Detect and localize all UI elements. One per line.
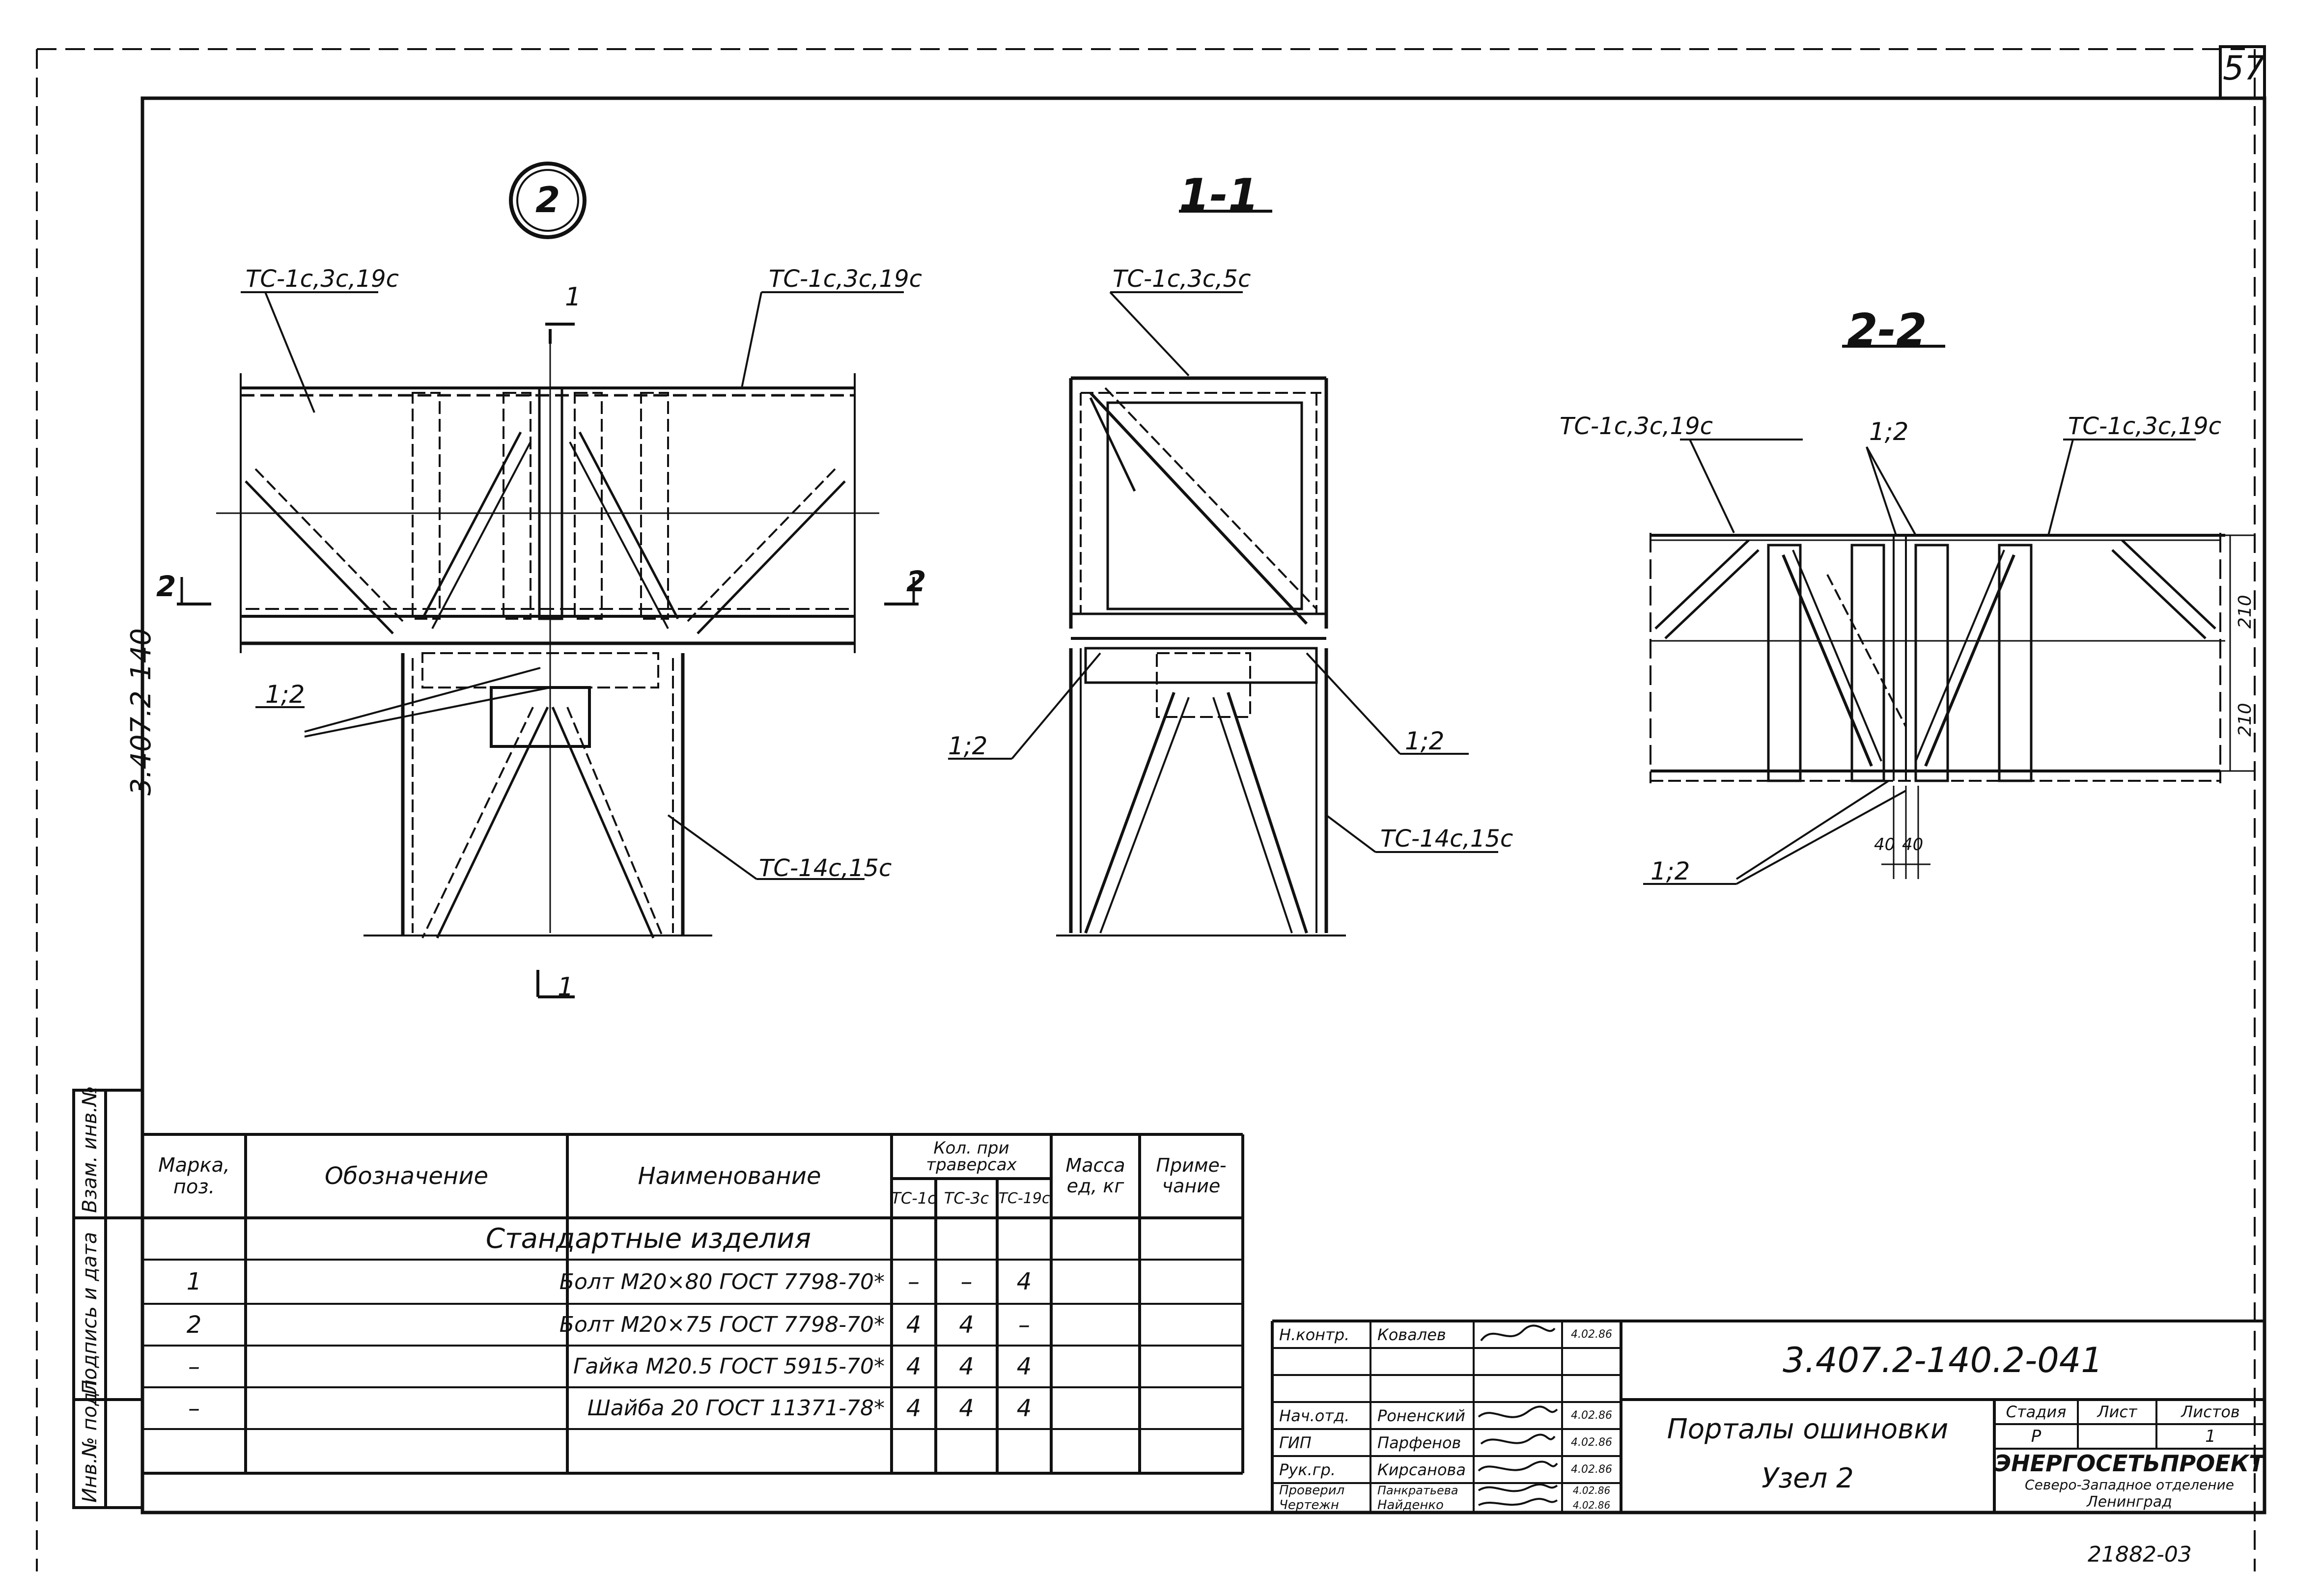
page-number: 57	[2223, 49, 2265, 88]
dimension-210-upper: 210	[2235, 595, 2255, 629]
view-node-2	[177, 162, 919, 998]
person-name: Найденко	[1377, 1498, 1444, 1513]
dimension-40-left: 40	[1874, 835, 1896, 854]
table-cell-qty: –	[908, 1268, 920, 1295]
header-qty-tc3: ТС-3с	[944, 1189, 989, 1208]
sheets-label: Листов	[2181, 1403, 2240, 1421]
signature-date: 4.02.86	[1572, 1499, 1611, 1511]
table-cell-mark: 2	[186, 1311, 202, 1339]
person-name: Панкратьева	[1377, 1484, 1458, 1497]
signature-scribbles	[1478, 1324, 1558, 1506]
table-cell-qty: 4	[959, 1311, 974, 1339]
section-mark-left: 2	[156, 570, 176, 603]
label-ratio-view1: 1;2	[265, 680, 305, 709]
person-name: Роненский	[1377, 1406, 1465, 1425]
section-2-2	[1643, 345, 2255, 885]
table-cell-qty: 4	[906, 1394, 922, 1422]
table-cell-name: Шайба 20 ГОСТ 11371-78*	[587, 1396, 885, 1421]
section-mark-right: 2	[906, 565, 926, 598]
label-right-section2: ТС-1с,3с,19с	[2068, 413, 2221, 440]
section-1-1	[948, 210, 1498, 936]
section-title-standard-items: Стандартные изделия	[485, 1223, 811, 1255]
title-line-1: Порталы ошиновки	[1667, 1413, 1949, 1445]
header-qty-group: Кол. при траверсах	[926, 1138, 1017, 1175]
bottom-code: 21882-03	[2088, 1542, 2192, 1567]
side-code: 3.407.2-140	[125, 628, 157, 796]
signature-date: 4.02.86	[1571, 1328, 1612, 1341]
table-cell-qty: 4	[959, 1394, 974, 1422]
table-cell-qty: 4	[1016, 1352, 1032, 1380]
signature-date: 4.02.86	[1571, 1463, 1612, 1476]
label-ratio-top-section2: 1;2	[1869, 417, 1909, 446]
signature-date: 4.02.86	[1571, 1409, 1612, 1422]
section-mark-top: 1	[565, 282, 582, 312]
header-note: Приме- чание	[1156, 1155, 1227, 1197]
node-number: 2	[535, 179, 560, 220]
label-top-left: ТС-1с,3с,19с	[246, 265, 399, 293]
title-line-2: Узел 2	[1762, 1462, 1854, 1494]
header-qty-tc19: ТС-19с	[998, 1189, 1050, 1207]
header-qty-tc1: ТС-1с	[891, 1189, 936, 1208]
table-cell-name: Болт М20×75 ГОСТ 7798-70*	[559, 1312, 885, 1337]
label-top-section1: ТС-1с,3с,5с	[1113, 265, 1251, 293]
role-label: ГИП	[1279, 1433, 1312, 1452]
table-cell-qty: 4	[1016, 1268, 1032, 1295]
role-label: Нач.отд.	[1279, 1406, 1350, 1425]
table-cell-mark: –	[188, 1394, 200, 1422]
person-name: Кирсанова	[1377, 1460, 1466, 1479]
label-ratio-bottom-section2: 1;2	[1650, 857, 1690, 885]
role-label: Проверил	[1279, 1483, 1345, 1498]
section-mark-bottom: 1	[558, 972, 574, 1002]
label-left-ratio-section1: 1;2	[948, 732, 988, 760]
document-code: 3.407.2-140.2-041	[1783, 1340, 2103, 1380]
person-name: Парфенов	[1377, 1433, 1461, 1452]
person-name: Ковалев	[1377, 1325, 1446, 1344]
role-label: Чертежн	[1279, 1498, 1339, 1513]
table-cell-qty: 4	[959, 1352, 974, 1380]
sheet-value	[2078, 1424, 2156, 1449]
stamp-signature-date: Подпись и дата	[79, 1232, 101, 1395]
stage-label: Стадия	[2006, 1403, 2067, 1421]
table-cell-qty: –	[1018, 1311, 1030, 1339]
organization-name: ЭНЕРГОСЕТЬПРОЕКТ	[1994, 1450, 2265, 1477]
table-cell-name: Болт М20×80 ГОСТ 7798-70*	[559, 1269, 885, 1294]
role-label: Н.контр.	[1279, 1325, 1350, 1344]
section-1-1-title: 1-1	[1179, 169, 1259, 221]
organization-city: Ленинград	[2087, 1493, 2172, 1511]
table-cell-mark: 1	[186, 1268, 202, 1295]
dimension-40-right: 40	[1902, 835, 1924, 854]
label-left-section2: ТС-1с,3с,19с	[1560, 413, 1713, 440]
table-cell-qty: 4	[906, 1311, 922, 1339]
label-leg-view1: ТС-14с,15с	[759, 854, 892, 882]
header-name: Наименование	[638, 1162, 821, 1190]
header-designation: Обозначение	[324, 1162, 489, 1190]
left-stamp-frame	[72, 1089, 144, 1509]
label-right-ratio-section1: 1;2	[1405, 727, 1445, 755]
spec-table-grid	[142, 1133, 1244, 1475]
label-top-right: ТС-1с,3с,19с	[769, 265, 922, 293]
header-mass: Масса ед, кг	[1065, 1155, 1125, 1197]
stamp-replacement-number: Взам. инв.№	[79, 1086, 101, 1213]
section-2-2-title: 2-2	[1847, 304, 1927, 356]
table-cell-qty: 4	[906, 1352, 922, 1380]
table-cell-name: Гайка М20.5 ГОСТ 5915-70*	[573, 1354, 885, 1379]
table-cell-mark: –	[188, 1352, 200, 1380]
sheet-label: Лист	[2097, 1403, 2137, 1421]
organization-department: Северо-Западное отделение	[2025, 1476, 2234, 1493]
role-label: Рук.гр.	[1279, 1460, 1336, 1479]
title-block-grid	[1271, 1320, 2265, 1513]
table-cell-qty: 4	[1016, 1394, 1032, 1422]
dimension-210-lower: 210	[2235, 703, 2255, 737]
label-leg-section1: ТС-14с,15с	[1380, 825, 1513, 853]
sheets-value: 1	[2205, 1427, 2216, 1446]
table-cell-qty: –	[960, 1268, 973, 1295]
header-mark: Марка, поз.	[158, 1154, 230, 1198]
stage-value: Р	[2031, 1427, 2041, 1446]
signature-date: 4.02.86	[1572, 1485, 1611, 1496]
signature-date: 4.02.86	[1571, 1436, 1612, 1449]
